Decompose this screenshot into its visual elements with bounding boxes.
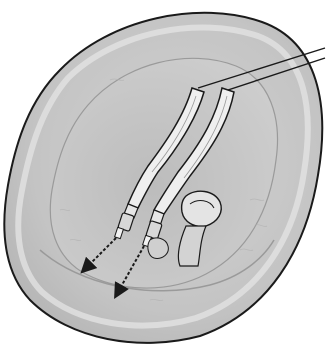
strap-clip — [148, 238, 168, 258]
